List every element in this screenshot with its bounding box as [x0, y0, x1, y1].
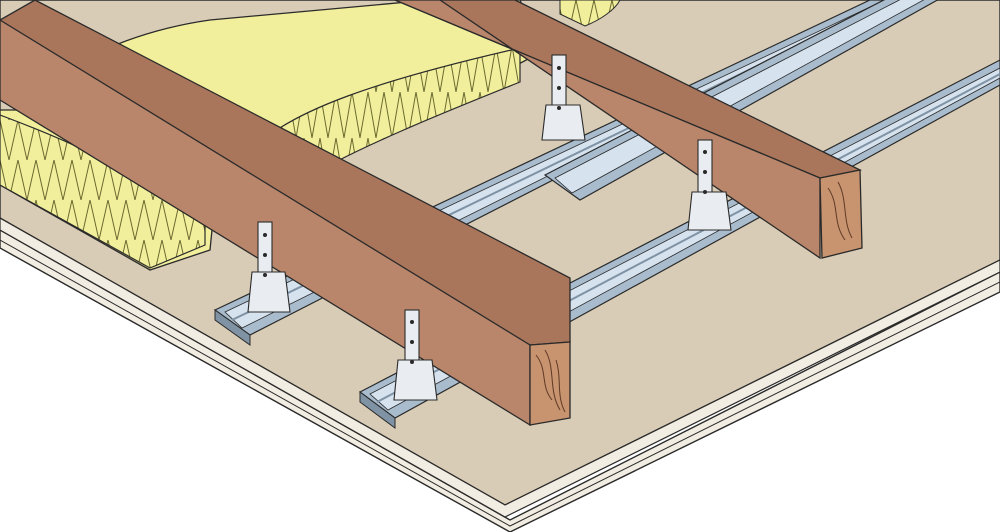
hanger-bracket-4 — [687, 139, 732, 231]
plasterboard-layer-lower — [0, 229, 1000, 532]
hanger-bracket-1 — [247, 221, 291, 313]
hanger-bracket-3 — [541, 54, 586, 141]
hanger-bracket-2 — [393, 309, 438, 401]
furring-channel-3 — [543, 0, 939, 201]
timber-joist-2 — [394, 0, 863, 260]
